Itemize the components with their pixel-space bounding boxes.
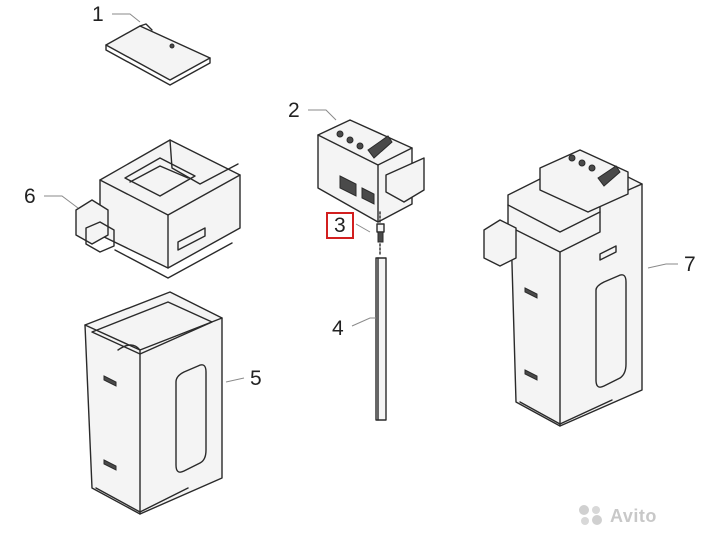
- assembled-tank-icon: [483, 149, 643, 427]
- callout-5: 5: [250, 367, 262, 390]
- leader-7: [647, 263, 678, 269]
- leader-4: [351, 317, 376, 327]
- leader-6: [44, 195, 79, 209]
- callout-2: 2: [288, 99, 300, 122]
- leader-2: [308, 109, 337, 121]
- leader-1: [112, 13, 141, 23]
- leader-3: [355, 223, 371, 233]
- callout-4: 4: [332, 317, 344, 340]
- tube-icon: [375, 243, 387, 421]
- tank-body-icon: [84, 291, 223, 515]
- tank-top-icon: [75, 139, 241, 279]
- leader-5: [225, 377, 245, 383]
- watermark-text: Avito: [610, 506, 657, 526]
- callout-7: 7: [684, 253, 696, 276]
- callout-3-highlighted: 3: [326, 212, 354, 239]
- nozzle-icon: [376, 211, 385, 243]
- avito-watermark: Avito: [579, 504, 702, 526]
- lid-icon: [105, 23, 211, 86]
- avito-logo-icon: [579, 505, 602, 525]
- callout-6: 6: [24, 185, 36, 208]
- valve-head-icon: [317, 119, 425, 223]
- callout-1: 1: [92, 3, 104, 26]
